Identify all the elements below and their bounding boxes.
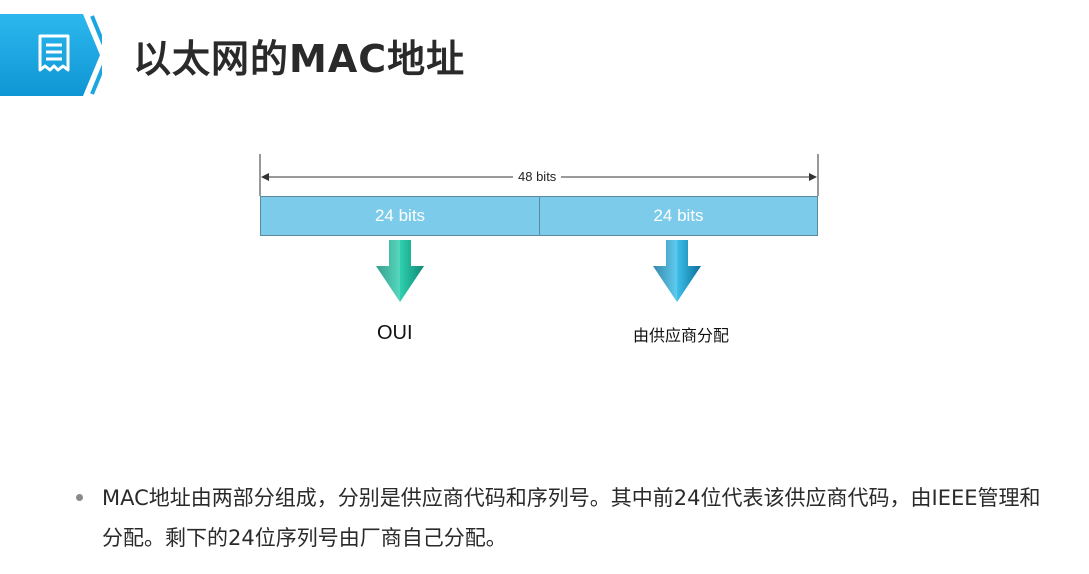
total-bits-label: 48 bits	[513, 169, 562, 184]
down-arrow-icon	[376, 240, 424, 302]
header-tab	[0, 14, 102, 96]
document-icon	[36, 34, 72, 76]
oui-caption: OUI	[377, 322, 413, 344]
oui-bits-segment: 24 bits	[261, 197, 540, 235]
vendor-caption: 由供应商分配	[633, 326, 730, 345]
header-tab-shape	[0, 14, 102, 96]
bullet-text: MAC地址由两部分组成，分别是供应商代码和序列号。其中前24位代表该供应商代码，…	[102, 486, 1041, 550]
bullet-dot	[76, 494, 83, 501]
down-arrow-icon	[653, 240, 701, 302]
mac-bits-bar: 24 bits 24 bits	[260, 196, 818, 236]
vendor-bits-segment: 24 bits	[653, 206, 704, 225]
page-title: 以太网的MAC地址	[133, 37, 466, 81]
